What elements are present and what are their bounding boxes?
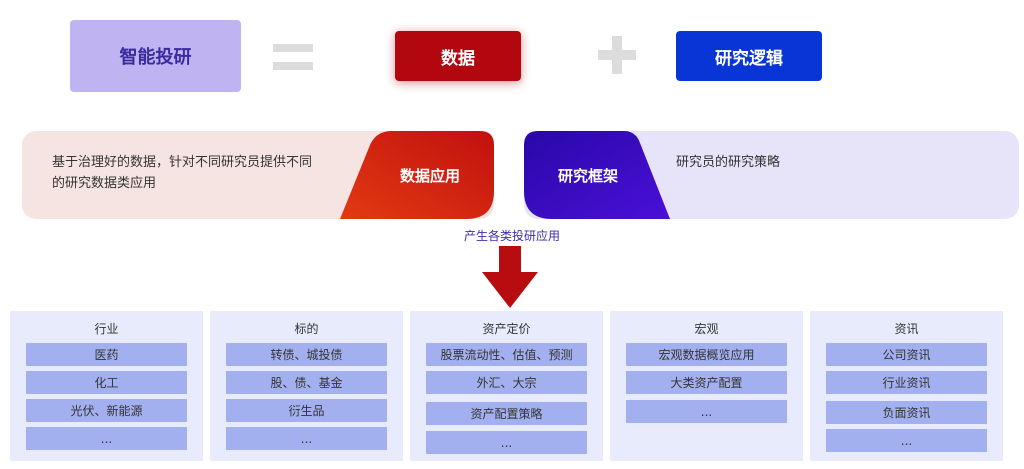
- list-item: 衍生品: [226, 399, 387, 422]
- data-application-desc-line2: 的研究数据类应用: [52, 176, 157, 191]
- research-framework-tab-shape: [524, 131, 670, 219]
- column-macro: 宏观 宏观数据概览应用 大类资产配置 ...: [610, 311, 803, 461]
- list-item: 资产配置策略: [426, 402, 587, 425]
- research-framework-tab-label: 研究框架: [557, 166, 618, 185]
- column-title: 宏观: [694, 322, 719, 336]
- list-item: 光伏、新能源: [26, 399, 187, 422]
- data-box: 数据: [395, 31, 521, 81]
- list-item: 行业资讯: [826, 371, 987, 394]
- column-asset-pricing: 资产定价 股票流动性、估值、预测 外汇、大宗 资产配置策略 ...: [410, 311, 603, 461]
- list-item: 股、债、基金: [226, 371, 387, 394]
- column-title: 资产定价: [482, 322, 531, 336]
- data-application-description: 基于治理好的数据，针对不同研究员提供不同 的研究数据类应用: [52, 152, 352, 194]
- data-label: 数据: [441, 48, 475, 69]
- column-instruments: 标的 转债、城投债 股、债、基金 衍生品 ...: [210, 311, 403, 461]
- research-logic-box: 研究逻辑: [676, 31, 822, 81]
- research-framework-description: 研究员的研究策略: [676, 155, 781, 170]
- column-industry: 行业 医药 化工 光伏、新能源 ...: [10, 311, 203, 461]
- list-item: ...: [226, 427, 387, 450]
- list-item: 外汇、大宗: [426, 371, 587, 394]
- column-title: 资讯: [894, 322, 919, 336]
- list-item: 化工: [26, 371, 187, 394]
- generate-applications-label: 产生各类投研应用: [463, 229, 560, 243]
- research-framework-tab: 研究框架: [528, 131, 648, 219]
- list-item: 转债、城投债: [226, 343, 387, 366]
- list-item: 负面资讯: [826, 401, 987, 424]
- column-title: 行业: [94, 322, 119, 336]
- down-arrow-icon: [482, 246, 538, 308]
- research-logic-label: 研究逻辑: [715, 48, 783, 69]
- data-application-tab-shape: [340, 131, 494, 219]
- list-item: ...: [26, 427, 187, 450]
- list-item: 公司资讯: [826, 343, 987, 366]
- equals-sign: [273, 44, 313, 70]
- column-news: 资讯 公司资讯 行业资讯 负面资讯 ...: [810, 311, 1003, 461]
- list-item: ...: [826, 429, 987, 452]
- list-item: ...: [626, 400, 787, 423]
- plus-sign: [598, 36, 636, 74]
- data-application-tab-label: 数据应用: [399, 166, 460, 185]
- list-item: 医药: [26, 343, 187, 366]
- list-item: 大类资产配置: [626, 371, 787, 394]
- smart-research-label: 智能投研: [119, 47, 192, 68]
- data-application-tab: 数据应用: [372, 131, 488, 219]
- smart-research-box: 智能投研: [70, 20, 241, 92]
- list-item: ...: [426, 431, 587, 454]
- list-item: 股票流动性、估值、预测: [426, 343, 587, 366]
- data-application-desc-line1: 基于治理好的数据，针对不同研究员提供不同: [52, 155, 313, 170]
- column-title: 标的: [294, 322, 319, 336]
- list-item: 宏观数据概览应用: [626, 343, 787, 366]
